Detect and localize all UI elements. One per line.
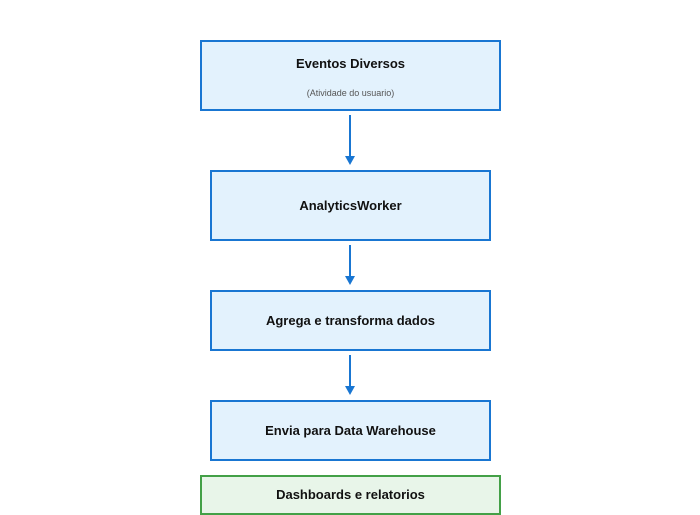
arrow-worker-to-aggregate: [345, 245, 355, 285]
dashboards-node-label: Dashboards e relatorios: [276, 487, 425, 502]
data-warehouse-node-label: Envia para Data Warehouse: [265, 423, 436, 438]
events-node-label: Eventos Diversos: [295, 56, 406, 71]
analytics-worker-node: AnalyticsWorker: [210, 170, 491, 241]
flow-arrows: [345, 115, 355, 395]
arrow-aggregate-to-warehouse: [345, 355, 355, 395]
arrow-events-to-worker: [345, 115, 355, 165]
data-warehouse-node: Envia para Data Warehouse: [210, 400, 491, 461]
events-node: Eventos Diversos (Atividade do usuario): [200, 40, 501, 111]
events-node-sublabel: (Atividade do usuario): [306, 88, 395, 98]
aggregate-transform-node: Agrega e transforma dados: [210, 290, 491, 351]
aggregate-transform-node-label: Agrega e transforma dados: [265, 313, 436, 328]
analytics-worker-node-label: AnalyticsWorker: [299, 198, 402, 213]
